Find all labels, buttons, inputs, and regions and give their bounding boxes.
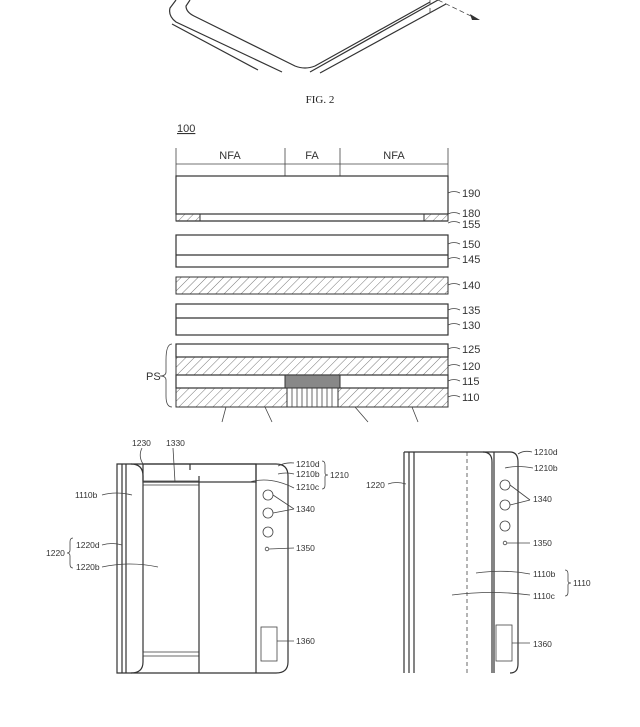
side-view: 1210d 1210b 1220 1340 1350 1110b 1110c 1… — [366, 447, 591, 674]
region-fa: FA — [305, 150, 319, 162]
label-1210d-side: 1210d — [534, 447, 558, 457]
folded-device-perspective — [169, 0, 480, 74]
label-120: 120 — [462, 361, 480, 373]
label-150: 150 — [462, 239, 480, 251]
label-1210b-side: 1210b — [534, 463, 558, 473]
label-1210d: 1210d — [296, 459, 320, 469]
label-1360: 1360 — [296, 636, 315, 646]
label-115: 115 — [462, 376, 480, 388]
label-1210b: 1210b — [296, 469, 320, 479]
label-1230: 1230 — [132, 438, 151, 448]
figure-caption: FIG. 2 — [306, 94, 335, 106]
region-nfa-left: NFA — [219, 150, 241, 162]
label-190: 190 — [462, 188, 480, 200]
label-1220: 1220 — [46, 548, 65, 558]
label-1330: 1330 — [166, 438, 185, 448]
label-125: 125 — [462, 344, 480, 356]
arrow-icon — [470, 14, 480, 20]
label-1220d: 1220d — [76, 540, 100, 550]
front-view: 1230 1330 1210d 1210b 1210c 1210 1340 13… — [46, 438, 349, 674]
label-1110c-side: 1110c — [533, 591, 556, 601]
label-1340: 1340 — [296, 504, 315, 514]
label-155: 155 — [462, 219, 480, 231]
label-1220b: 1220b — [76, 562, 100, 572]
label-1210: 1210 — [330, 470, 349, 480]
label-1210c: 1210c — [296, 482, 320, 492]
label-110: 110 — [462, 392, 480, 404]
ref-100: 100 — [177, 123, 195, 135]
label-1110b-side: 1110b — [533, 569, 556, 579]
label-1360-side: 1360 — [533, 639, 552, 649]
region-nfa-right: NFA — [383, 150, 405, 162]
label-140: 140 — [462, 280, 480, 292]
cross-section: 100 NFA FA NFA PS 190 180 155 150 — [146, 123, 480, 423]
label-145: 145 — [462, 254, 480, 266]
label-180: 180 — [462, 208, 480, 220]
label-1220-side: 1220 — [366, 480, 385, 490]
label-135: 135 — [462, 305, 480, 317]
label-ps: PS — [146, 371, 161, 383]
label-1340-side: 1340 — [533, 494, 552, 504]
label-1110-side: 1110 — [573, 578, 591, 588]
label-1350-side: 1350 — [533, 538, 552, 548]
label-130: 130 — [462, 320, 480, 332]
label-1110b: 1110b — [75, 490, 98, 500]
layer-leaders: 190 180 155 150 145 140 135 130 125 120 … — [447, 188, 480, 404]
label-1350: 1350 — [296, 543, 315, 553]
